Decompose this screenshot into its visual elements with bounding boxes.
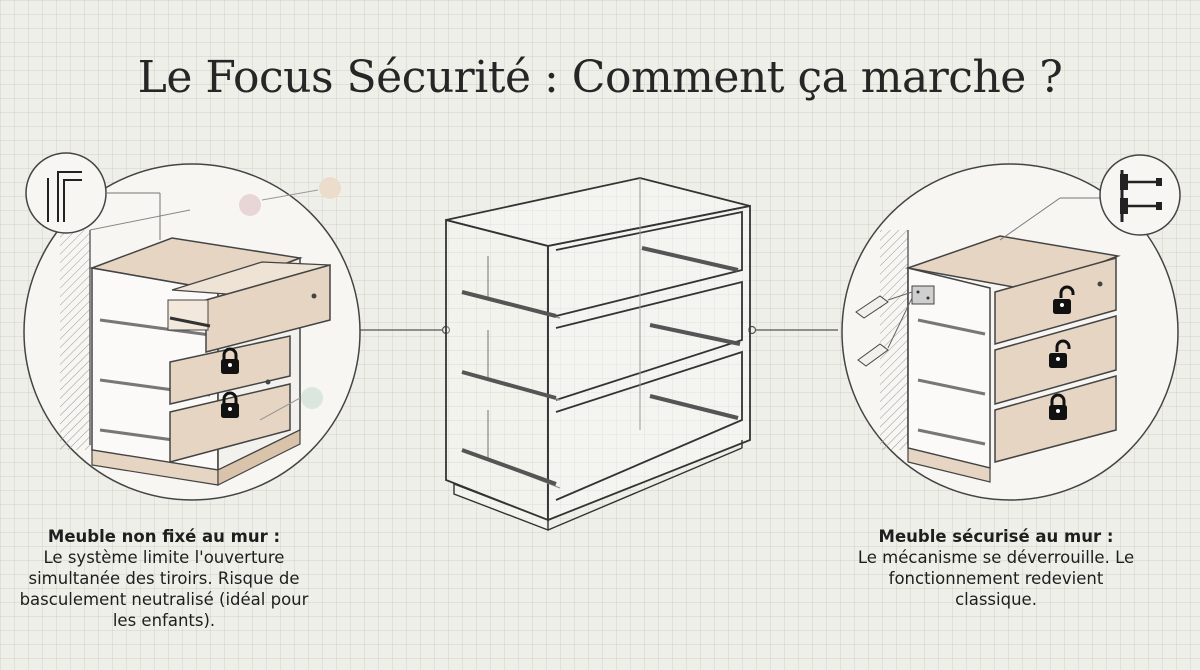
left-caption-text: Le système limite l'ouverture simultanée… <box>19 548 309 631</box>
decor-dot <box>319 177 341 199</box>
right-caption-heading: Meuble sécurisé au mur : <box>878 527 1114 546</box>
right-caption: Meuble sécurisé au mur : Le mécanisme se… <box>846 526 1146 610</box>
wall-screws-icon <box>1099 154 1181 236</box>
center-dresser <box>445 177 751 532</box>
secured-dresser <box>855 235 1121 483</box>
open-dresser <box>89 237 331 486</box>
right-caption-text: Le mécanisme se déverrouille. Le fonctio… <box>857 548 1135 610</box>
decor-dot <box>301 387 323 409</box>
left-caption: Meuble non fixé au mur : Le système limi… <box>14 526 314 632</box>
left-caption-heading: Meuble non fixé au mur : <box>47 527 281 546</box>
right-detail-circle <box>841 163 1179 501</box>
decor-dot <box>239 194 261 216</box>
page-title: Le Focus Sécurité : Comment ça marche ? <box>137 52 1063 103</box>
left-detail-circle <box>23 163 361 501</box>
wall-bracket-icon <box>25 152 161 240</box>
